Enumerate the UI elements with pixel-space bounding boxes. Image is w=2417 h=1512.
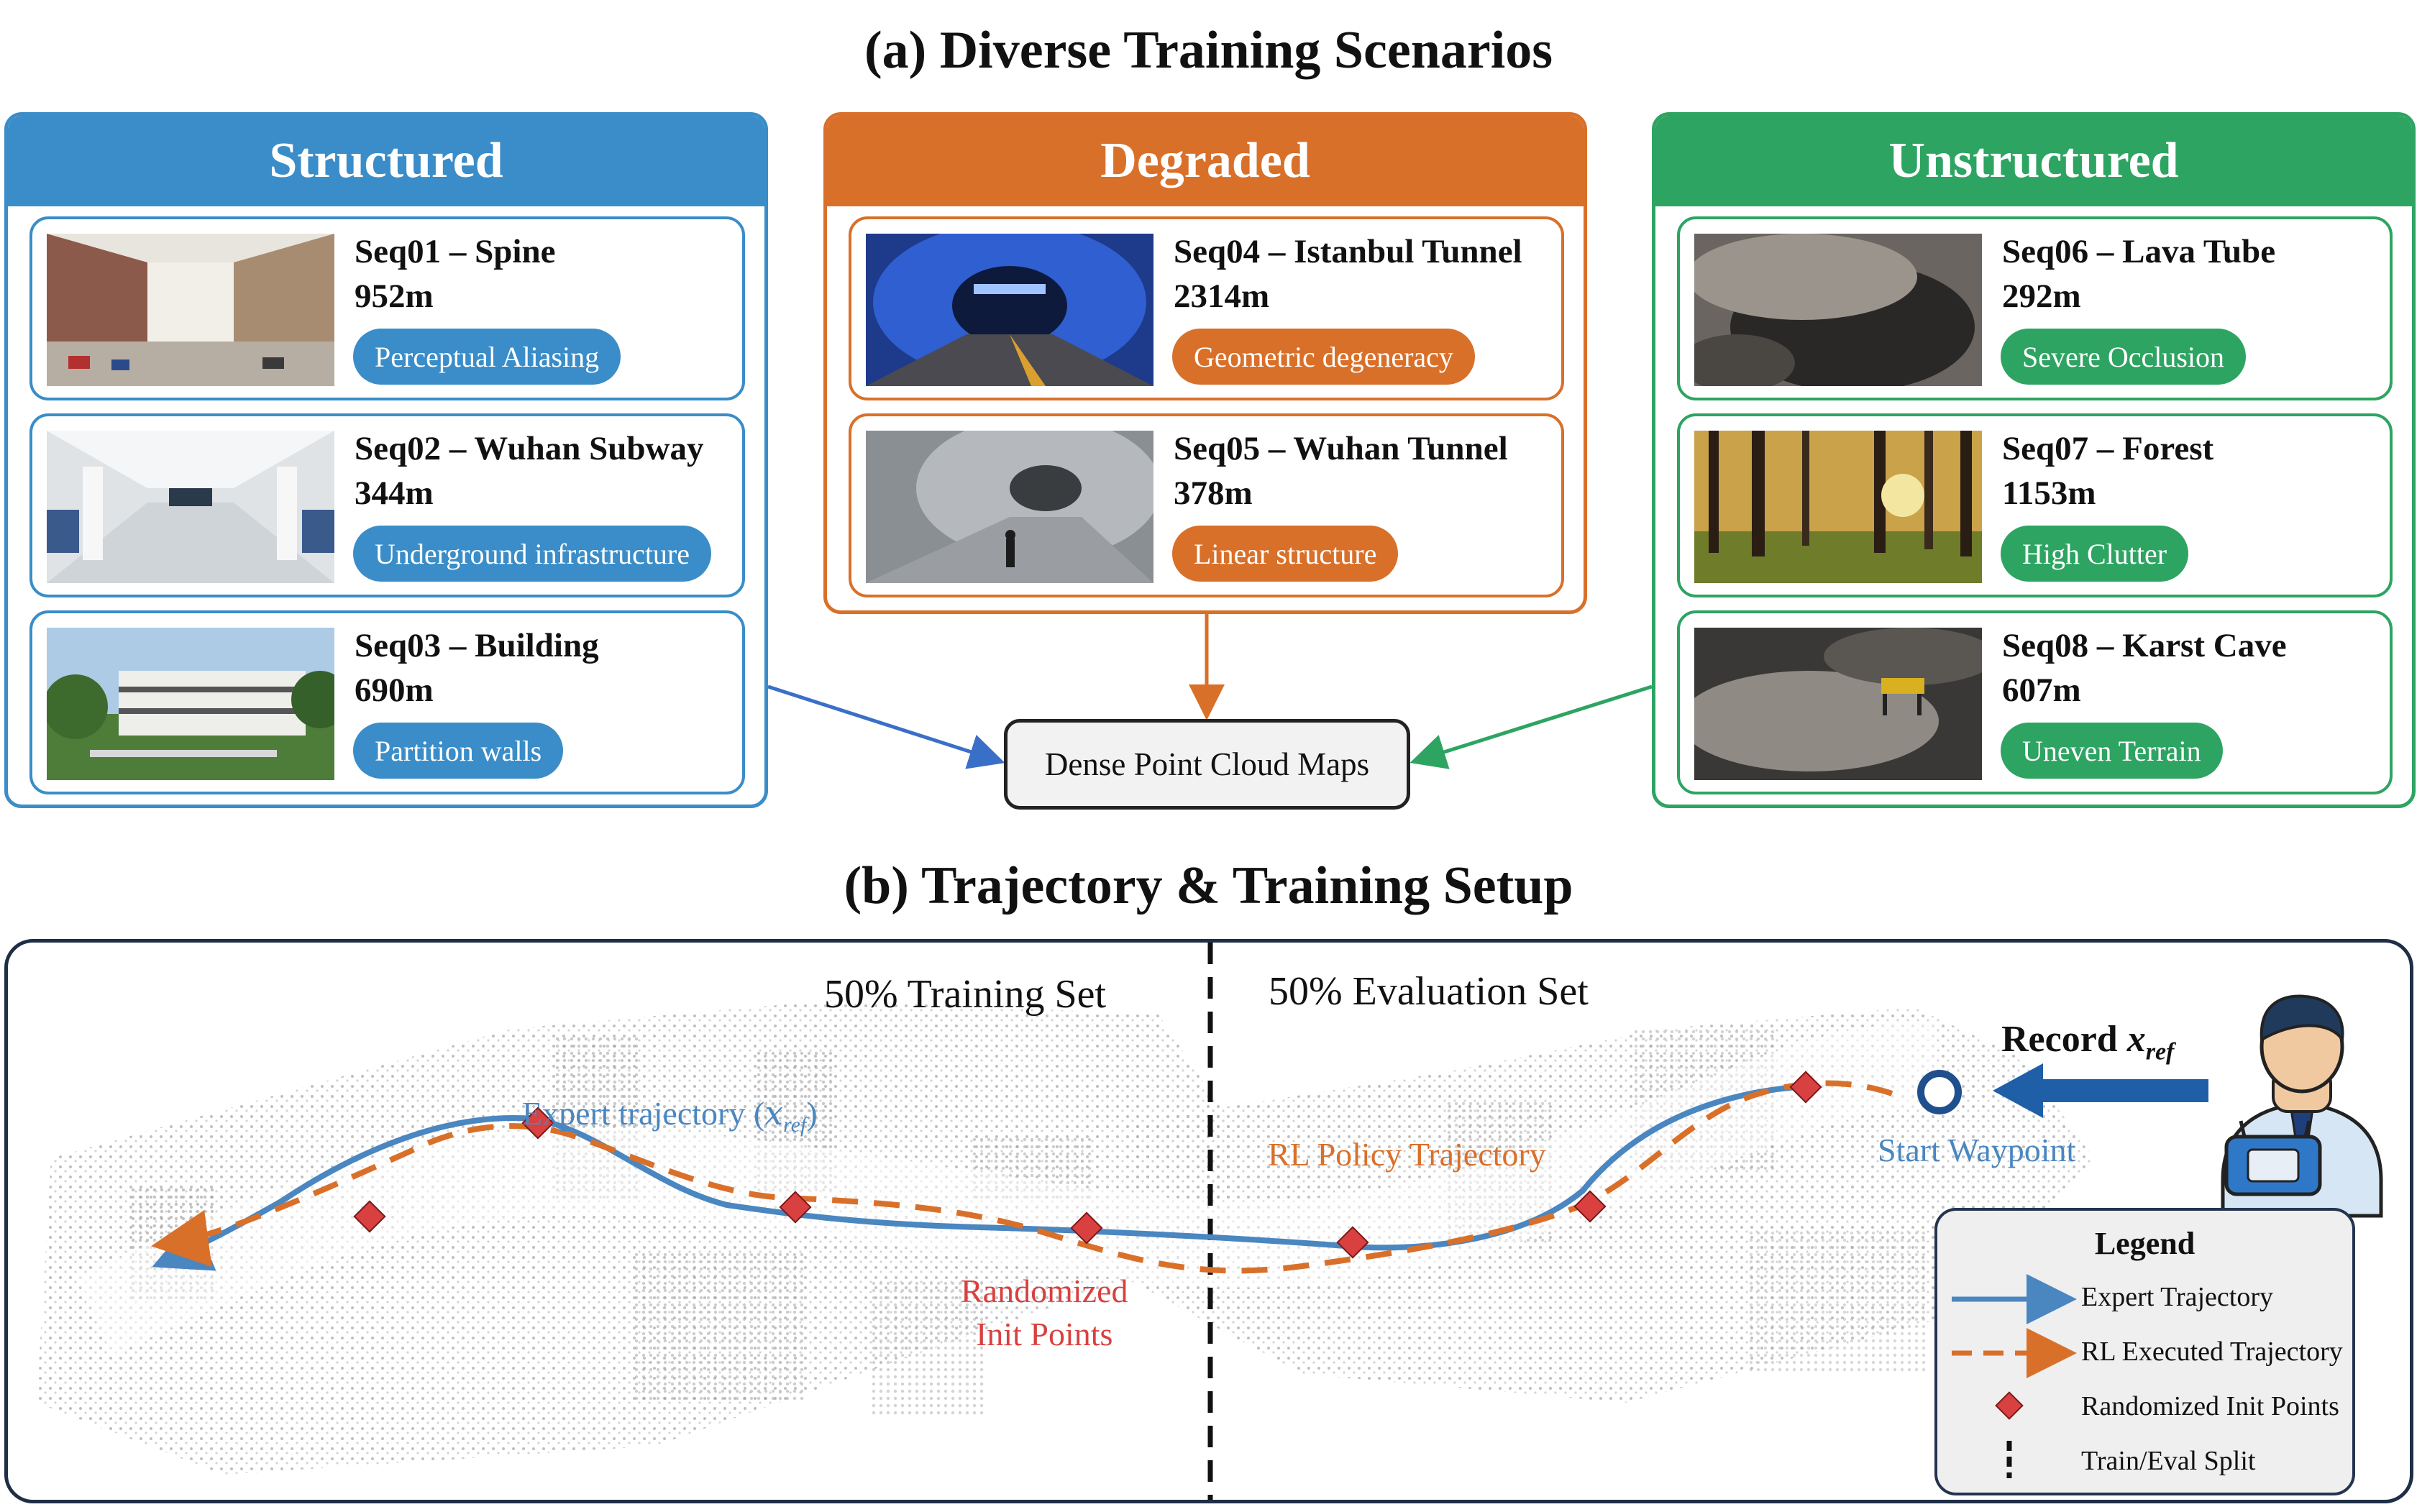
init-point-marker <box>353 1200 386 1233</box>
card-length: 378m <box>1174 475 1253 512</box>
card-title: Seq05 – Wuhan Tunnel <box>1174 430 1508 467</box>
expert-trajectory <box>152 1083 1806 1271</box>
arrow-unstructured <box>1409 684 1653 769</box>
card-length: 690m <box>355 672 434 709</box>
card-length: 952m <box>355 278 434 315</box>
card-title: Seq03 – Building <box>355 627 599 664</box>
thumbnail-building <box>47 628 334 780</box>
panel-degraded-title: Degraded <box>827 116 1584 206</box>
panel-structured: Structured Seq01 – Spine 952m Perceptual… <box>4 112 768 808</box>
record-label: Record xref <box>2001 1019 2175 1066</box>
card-title: Seq04 – Istanbul Tunnel <box>1174 233 1522 270</box>
tag-pill: Geometric degeneracy <box>1172 329 1475 385</box>
card-length: 2314m <box>1174 278 1270 315</box>
section-a-title: (a) Diverse Training Scenarios <box>864 21 1553 80</box>
legend-title: Legend <box>2094 1226 2196 1261</box>
card-title: Seq08 – Karst Cave <box>2002 627 2287 664</box>
card-length: 607m <box>2002 672 2081 709</box>
init-point-marker <box>521 1106 554 1140</box>
card-seq01: Seq01 – Spine 952m Perceptual Aliasing <box>29 216 745 400</box>
card-seq04: Seq04 – Istanbul Tunnel 2314m Geometric … <box>849 216 1564 400</box>
tag-pill: Perceptual Aliasing <box>353 329 621 385</box>
card-seq07: Seq07 – Forest 1153m High Clutter <box>1677 413 2393 597</box>
operator-avatar <box>2221 994 2383 1218</box>
connector-arrows <box>767 614 1653 769</box>
thumbnail-spine <box>47 234 334 386</box>
card-title: Seq07 – Forest <box>2002 430 2214 467</box>
init-points-label: Randomized Init Points <box>961 1273 1128 1352</box>
tag-pill: Severe Occlusion <box>2001 329 2247 385</box>
card-length: 1153m <box>2002 475 2096 512</box>
card-title: Seq01 – Spine <box>355 233 556 270</box>
legend-item-init: Randomized Init Points <box>2081 1391 2339 1421</box>
record-arrow <box>1993 1063 2208 1118</box>
thumbnail-forest <box>1694 431 1982 583</box>
thumbnail-istanbul-tunnel <box>866 234 1153 386</box>
rl-trajectory <box>151 1080 1893 1274</box>
card-title: Seq06 – Lava Tube <box>2002 233 2276 270</box>
legend-item-split: Train/Eval Split <box>2081 1446 2256 1476</box>
init-point-marker <box>1573 1190 1607 1223</box>
tag-pill: Partition walls <box>353 723 564 779</box>
legend-init-marker <box>1995 1391 2024 1420</box>
legend-box: Legend Expert Trajectory RL Executed Tra… <box>1934 1208 2355 1495</box>
card-seq02: Seq02 – Wuhan Subway 344m Underground in… <box>29 413 745 597</box>
arrow-structured <box>767 684 1005 769</box>
thumbnail-subway <box>47 431 334 583</box>
evaluation-set-label: 50% Evaluation Set <box>1269 969 1589 1014</box>
card-length: 292m <box>2002 278 2081 315</box>
thumbnail-lava-tube <box>1694 234 1982 386</box>
card-title: Seq02 – Wuhan Subway <box>355 430 704 467</box>
init-point-marker <box>1336 1226 1369 1259</box>
card-seq06: Seq06 – Lava Tube 292m Severe Occlusion <box>1677 216 2393 400</box>
tag-pill: Underground infrastructure <box>353 526 712 582</box>
start-waypoint-label: Start Waypoint <box>1878 1132 2076 1168</box>
card-seq05: Seq05 – Wuhan Tunnel 378m Linear structu… <box>849 413 1564 597</box>
training-set-label: 50% Training Set <box>824 972 1107 1017</box>
legend-item-expert: Expert Trajectory <box>2081 1282 2274 1312</box>
legend-item-rl: RL Executed Trajectory <box>2081 1337 2343 1367</box>
tag-pill: Uneven Terrain <box>2001 723 2223 779</box>
panel-structured-title: Structured <box>8 116 764 206</box>
card-length: 344m <box>355 475 434 512</box>
init-point-marker <box>1070 1211 1103 1245</box>
panel-degraded: Degraded Seq04 – Istanbul Tunnel 2314m G… <box>823 112 1587 614</box>
panel-unstructured-title: Unstructured <box>1655 116 2412 206</box>
thumbnail-wuhan-tunnel <box>866 431 1153 583</box>
tag-pill: High Clutter <box>2001 526 2189 582</box>
init-point-marker <box>1789 1071 1822 1104</box>
expert-trajectory-label: Expert trajectory (xref) <box>522 1094 818 1137</box>
rl-policy-label: RL Policy Trajectory <box>1268 1136 1546 1173</box>
start-waypoint-marker <box>1917 1070 1962 1114</box>
thumbnail-karst-cave <box>1694 628 1982 780</box>
card-seq08: Seq08 – Karst Cave 607m Uneven Terrain <box>1677 610 2393 794</box>
legend-symbols <box>1952 1274 2077 1478</box>
section-b-title: (b) Trajectory & Training Setup <box>844 856 1573 915</box>
init-point-marker <box>779 1191 812 1224</box>
tag-pill: Linear structure <box>1172 526 1399 582</box>
dense-point-cloud-box: Dense Point Cloud Maps <box>1004 719 1410 810</box>
card-seq03: Seq03 – Building 690m Partition walls <box>29 610 745 794</box>
panel-unstructured: Unstructured Seq06 – Lava Tube 292m Seve… <box>1652 112 2416 808</box>
point-cloud-map <box>37 943 2383 1500</box>
